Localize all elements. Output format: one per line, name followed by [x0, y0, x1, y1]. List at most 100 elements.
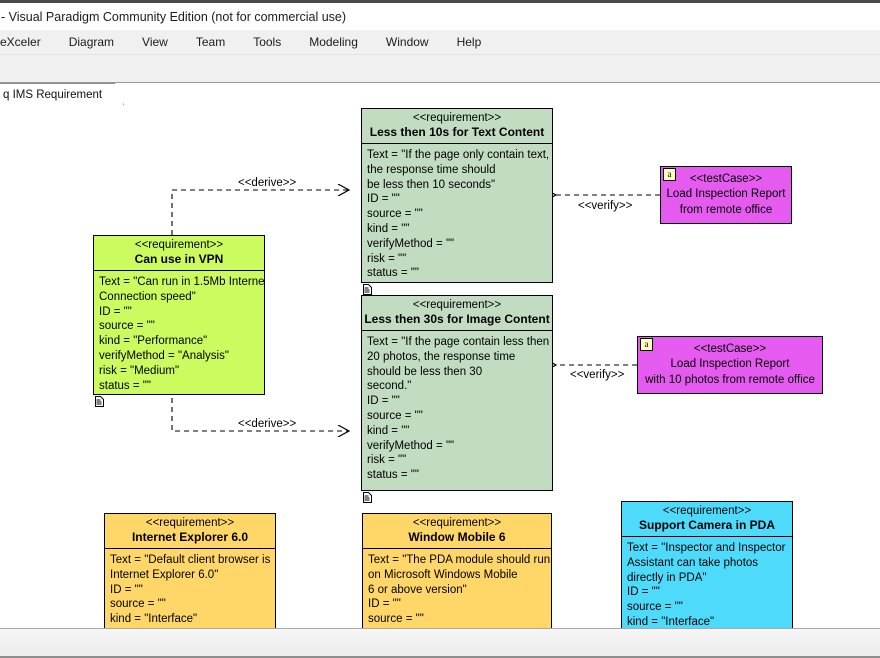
- attribute-text: Text = "If the page contain less then: [367, 336, 550, 348]
- attribute-text: Text = "If the page only contain text,: [367, 149, 550, 161]
- horizontal-scrollbar[interactable]: [0, 628, 880, 658]
- testcase-line-1: Load Inspection Report: [670, 358, 790, 371]
- diagram-tab-strip[interactable]: q IMS Requirement: [0, 83, 880, 105]
- node-header: <<requirement>> Support Camera in PDA: [622, 502, 792, 537]
- title-bar: - Visual Paradigm Community Edition (not…: [0, 0, 880, 30]
- connector-label-verify-1: <<verify>>: [578, 200, 633, 212]
- node-name: Less then 30s for Image Content: [364, 312, 550, 326]
- testcase-stereotype: <<testCase>>: [689, 172, 763, 185]
- attribute-id: ID = "": [110, 583, 143, 596]
- testcase-line-1: Load Inspection Report: [666, 188, 786, 201]
- node-attributes: Text = "Default client browser is Intern…: [105, 549, 275, 628]
- attribute-verifymethod: verifyMethod = "": [367, 237, 455, 250]
- tab-label: q IMS Requirement: [3, 88, 103, 101]
- node-header: <<requirement>> Internet Explorer 6.0: [105, 514, 275, 549]
- node-name: Support Camera in PDA: [638, 518, 776, 532]
- node-stereotype: <<requirement>>: [662, 505, 752, 517]
- attribute-id: ID = "": [367, 193, 400, 206]
- attribute-risk: risk = "": [367, 454, 407, 467]
- attribute-source: source = "": [367, 208, 423, 221]
- window-title: - Visual Paradigm Community Edition (not…: [1, 9, 347, 24]
- node-name: Less then 10s for Text Content: [369, 125, 545, 139]
- attribute-text-line2: Connection speed": [99, 290, 196, 303]
- attribute-text: Text = "The PDA module should run: [368, 554, 551, 566]
- node-name: Window Mobile 6: [408, 530, 506, 544]
- menu-item-tools[interactable]: Tools: [253, 35, 282, 49]
- node-name: Internet Explorer 6.0: [131, 530, 249, 544]
- node-stereotype: <<requirement>>: [412, 517, 502, 529]
- node-attributes: Text = "If the page only contain text, t…: [362, 144, 552, 282]
- attribute-text: Text = "Can run in 1.5Mb Internet: [99, 276, 265, 288]
- attribute-verifymethod: verifyMethod = "Analysis": [99, 349, 229, 362]
- attribute-text-line3: be less then 10 seconds": [367, 178, 496, 191]
- attribute-text: Text = "Inspector and Inspector: [627, 542, 786, 554]
- attribute-source: source = "": [627, 601, 683, 614]
- attribute-text-line2: 20 photos, the response time: [367, 350, 516, 363]
- node-attributes: Text = "If the page contain less then 20…: [362, 331, 552, 486]
- menu-item-window[interactable]: Window: [385, 35, 429, 49]
- connector-layer: [171, 105, 660, 628]
- node-attributes: Text = "Can run in 1.5Mb Internet Connec…: [94, 271, 265, 394]
- attribute-text-line2: Internet Explorer 6.0": [110, 568, 219, 581]
- testcase-load-inspection-report-from-remote-office[interactable]: a <<testCase>> Load Inspection Report fr…: [660, 166, 792, 224]
- menu-item-team[interactable]: Team: [195, 35, 226, 49]
- connector-derive-1[interactable]: [171, 190, 349, 235]
- attribute-source: source = "": [367, 409, 423, 422]
- testcase-line-2: from remote office: [679, 203, 773, 216]
- node-header: <<requirement>> Less then 30s for Image …: [362, 296, 552, 331]
- attribute-risk: risk = "": [367, 252, 407, 265]
- node-header: <<requirement>> Can use in VPN: [94, 236, 264, 271]
- node-header: <<requirement>> Window Mobile 6: [363, 514, 551, 549]
- attribute-id: ID = "": [627, 586, 660, 599]
- tab-ims-requirement[interactable]: q IMS Requirement: [0, 83, 124, 105]
- menu-item-exceler[interactable]: eXceler: [0, 35, 41, 49]
- attribute-text-line3: should be less then 30: [367, 365, 483, 378]
- node-attributes: Text = "Inspector and Inspector Assistan…: [622, 537, 792, 628]
- menu-bar[interactable]: eXceler Diagram View Team Tools Modeling…: [0, 30, 880, 55]
- attribute-kind: kind = "": [367, 424, 410, 437]
- model-tag-icon: a: [663, 168, 676, 181]
- attribute-text-line3: 6 or above version": [368, 583, 467, 596]
- connector-label-derive-2: <<derive>>: [238, 418, 297, 430]
- node-internet-explorer-60[interactable]: <<requirement>> Internet Explorer 6.0 Te…: [104, 513, 276, 628]
- attribute-source: source = "": [368, 613, 424, 626]
- attribute-text-line4: second.": [367, 380, 412, 393]
- toolbar[interactable]: [0, 55, 880, 83]
- node-header: <<requirement>> Less then 10s for Text C…: [362, 109, 552, 144]
- attribute-source: source = "": [99, 320, 155, 333]
- attribute-verifymethod: verifyMethod = "": [367, 439, 455, 452]
- model-tag-icon: a: [640, 338, 653, 351]
- attribute-id: ID = "": [368, 598, 401, 611]
- testcase-load-inspection-report-with-10-photos[interactable]: a <<testCase>> Load Inspection Report wi…: [637, 336, 823, 394]
- node-less-then-10s-for-text-content[interactable]: <<requirement>> Less then 10s for Text C…: [361, 108, 553, 283]
- attribute-status: status = "": [367, 469, 419, 482]
- testcase-stereotype: <<testCase>>: [693, 342, 767, 355]
- node-support-camera-in-pda[interactable]: <<requirement>> Support Camera in PDA Te…: [621, 501, 793, 628]
- attribute-id: ID = "": [367, 395, 400, 408]
- node-window-mobile-6[interactable]: <<requirement>> Window Mobile 6 Text = "…: [362, 513, 552, 628]
- menu-item-diagram[interactable]: Diagram: [68, 35, 115, 49]
- node-can-use-in-vpn[interactable]: <<requirement>> Can use in VPN Text = "C…: [93, 235, 265, 395]
- attribute-source: source = "": [110, 598, 166, 611]
- node-less-then-30s-for-image-content[interactable]: <<requirement>> Less then 30s for Image …: [361, 295, 553, 491]
- diagram-canvas[interactable]: <<derive>> <<derive>> <<verify>> <<verif…: [0, 105, 880, 628]
- node-stereotype: <<requirement>>: [145, 517, 235, 529]
- node-name: Can use in VPN: [134, 252, 224, 266]
- attribute-status: status = "": [99, 379, 151, 392]
- document-icon: [363, 284, 372, 295]
- connector-label-derive-1: <<derive>>: [238, 177, 297, 189]
- menu-item-view[interactable]: View: [142, 35, 168, 49]
- attribute-kind: kind = "Interface": [627, 615, 715, 628]
- menu-item-help[interactable]: Help: [456, 35, 482, 49]
- menu-item-modeling[interactable]: Modeling: [309, 35, 358, 49]
- connector-label-verify-2: <<verify>>: [570, 369, 625, 381]
- attribute-id: ID = "": [99, 305, 132, 318]
- attribute-kind: kind = "": [367, 222, 410, 235]
- node-stereotype: <<requirement>>: [412, 112, 502, 124]
- attribute-text: Text = "Default client browser is: [110, 554, 271, 566]
- attribute-risk: risk = "Medium": [99, 364, 180, 377]
- document-icon: [363, 492, 372, 503]
- attribute-status: status = "": [367, 267, 419, 280]
- testcase-line-2: with 10 photos from remote office: [645, 373, 815, 386]
